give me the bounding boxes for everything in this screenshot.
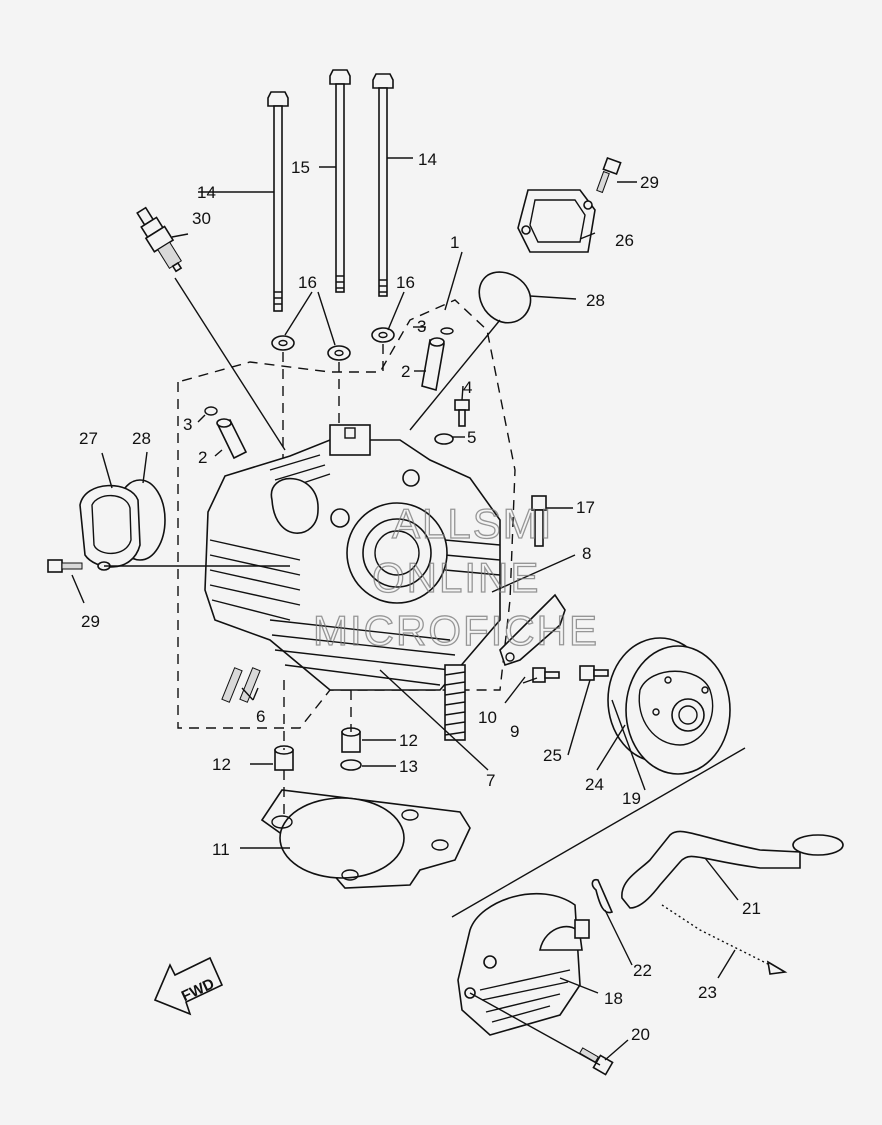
- washers: [271, 327, 395, 361]
- callout-2-right: 2: [401, 362, 410, 381]
- watermark-line-1: ALLSMI: [392, 500, 553, 547]
- callout-16-right: 16: [396, 273, 415, 292]
- callout-3-left: 3: [183, 415, 192, 434]
- spark-plug-leader: [174, 277, 286, 451]
- bolt-4: [454, 399, 470, 427]
- head-bolt-right: [372, 73, 394, 297]
- valve-guide-right: [421, 337, 445, 392]
- callout-25: 25: [543, 746, 562, 765]
- bracket-8: [499, 593, 566, 667]
- o-ring-13: [340, 759, 362, 771]
- bolt-29-left: [47, 559, 83, 573]
- fwd-arrow: FWD: [153, 956, 224, 1016]
- bolt-9: [532, 667, 560, 683]
- bolt-20-path: [469, 992, 601, 1066]
- callout-10: 10: [478, 708, 497, 727]
- callout-14-left: 14: [197, 183, 216, 202]
- bolt-20: [579, 1047, 614, 1076]
- callout-15: 15: [291, 158, 310, 177]
- o-ring: [478, 271, 532, 324]
- watermark: ALLSMI ONLINE MICROFICHE: [312, 499, 599, 654]
- callout-9: 9: [510, 722, 519, 741]
- intake-joint: [517, 189, 596, 253]
- bolt-29-right: [596, 156, 622, 194]
- head-bolt-center: [329, 69, 351, 293]
- clip-22: [591, 878, 614, 914]
- callout-29-right: 29: [640, 173, 659, 192]
- tensioner-spring: [444, 664, 466, 741]
- dowel-pins: [221, 667, 261, 703]
- tappet-cover-round: [607, 637, 731, 775]
- callout-labels: 1 3 2 4 5 3 2 27 28 29 6 7 8 9 10 11 12 …: [79, 150, 761, 1044]
- callout-13: 13: [399, 757, 418, 776]
- dowel-paths: [283, 680, 352, 818]
- cam-end-cover: [457, 892, 590, 1036]
- callout-2-left: 2: [198, 448, 207, 467]
- clip-right: [440, 327, 454, 335]
- callout-27: 27: [79, 429, 98, 448]
- valve-guide-left: [216, 418, 248, 460]
- washer-5: [434, 433, 454, 445]
- watermark-line-2: ONLINE: [372, 554, 540, 601]
- bolt-25: [579, 665, 609, 681]
- callout-6: 6: [256, 707, 265, 726]
- callout-20: 20: [631, 1025, 650, 1044]
- side-cover-left: [79, 479, 166, 571]
- callout-12-center: 12: [399, 731, 418, 750]
- callout-24: 24: [585, 775, 604, 794]
- callout-16-left: 16: [298, 273, 317, 292]
- callout-5: 5: [467, 428, 476, 447]
- cable-tie-head: [766, 960, 788, 975]
- callout-30: 30: [192, 209, 211, 228]
- callout-7: 7: [486, 771, 495, 790]
- cover-axis-line: [451, 747, 746, 918]
- callout-18: 18: [604, 989, 623, 1008]
- callout-26: 26: [615, 231, 634, 250]
- cylinder-head: [204, 424, 501, 691]
- callout-11: 11: [212, 840, 230, 859]
- callout-1: 1: [450, 233, 459, 252]
- callout-3-right: 3: [417, 317, 426, 336]
- callout-29-left: 29: [81, 612, 100, 631]
- callout-4: 4: [463, 378, 472, 397]
- callout-8: 8: [582, 544, 591, 563]
- spark-plug: [136, 206, 183, 273]
- callout-28-right: 28: [586, 291, 605, 310]
- cable-tie-23: [661, 904, 771, 966]
- breather-hose: [621, 830, 844, 909]
- callout-23: 23: [698, 983, 717, 1002]
- callout-14-right: 14: [418, 150, 437, 169]
- o-ring-leader: [409, 319, 501, 431]
- callout-17: 17: [576, 498, 595, 517]
- callout-21: 21: [742, 899, 761, 918]
- callout-22: 22: [633, 961, 652, 980]
- leader-lines: [71, 157, 739, 1061]
- head-bolt-left: [267, 91, 289, 312]
- watermark-line-3: MICROFICHE: [313, 607, 599, 654]
- clip-left: [204, 406, 218, 416]
- callout-28-left: 28: [132, 429, 151, 448]
- callout-19: 19: [622, 789, 641, 808]
- cylinder-gasket: [260, 789, 471, 889]
- stud-17: [531, 495, 547, 547]
- callout-12-left: 12: [212, 755, 231, 774]
